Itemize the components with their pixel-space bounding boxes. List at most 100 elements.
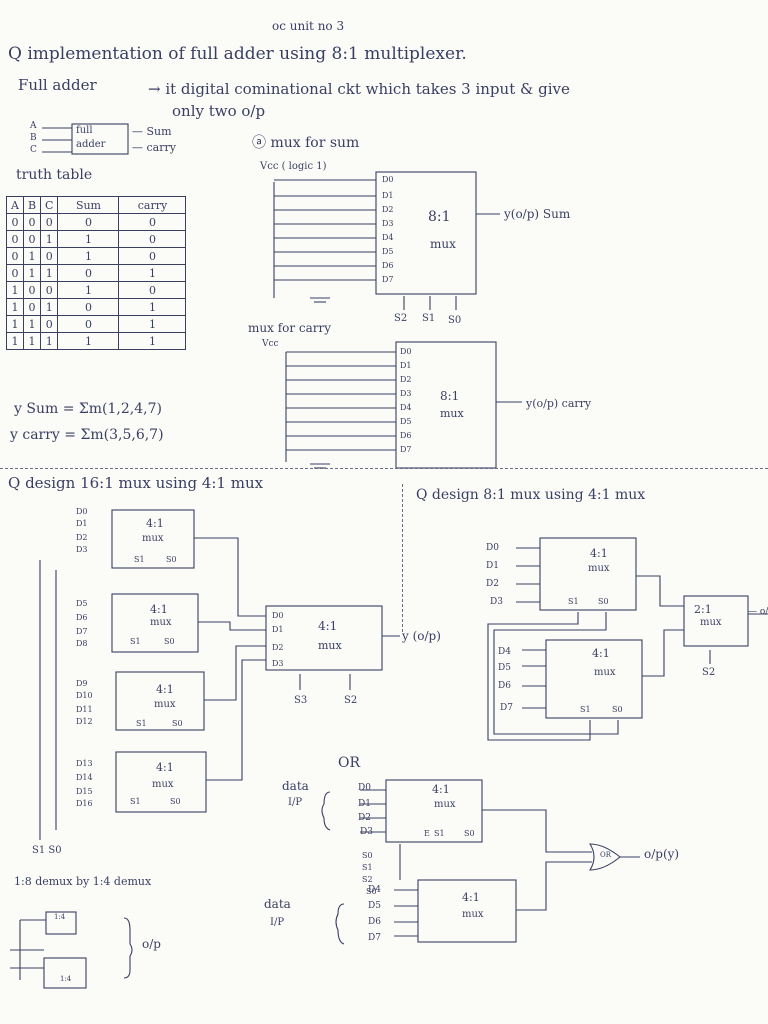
q2-input: D14 <box>76 774 93 782</box>
mux4-label-2: mux <box>154 700 176 710</box>
mux-carry-label-1: 8:1 <box>440 390 459 402</box>
data-ip-label-2: I/P <box>270 918 284 928</box>
enable-label: E <box>424 830 430 838</box>
or-input: D5 <box>368 902 381 911</box>
s0-label: S0 <box>464 830 475 838</box>
bottom-selects: S1 S0 <box>32 846 62 856</box>
data-ip-label-2: I/P <box>288 798 302 808</box>
mux4-label-1: 4:1 <box>156 762 174 773</box>
mux-carry-title: mux for carry <box>248 322 331 334</box>
mux-sum-input: D3 <box>382 220 394 228</box>
select-s2: S2 <box>344 696 357 706</box>
or-input: D6 <box>368 918 381 927</box>
section-divider <box>0 468 768 469</box>
s0-label: S0 <box>612 706 623 714</box>
mux4-label-2: mux <box>142 534 164 544</box>
q2-input: D3 <box>76 546 88 554</box>
demux-box-label: 1:4 <box>60 976 71 983</box>
mux4-label-2: mux <box>588 564 610 574</box>
q3-input: D0 <box>486 544 499 553</box>
demux-output: o/p <box>142 938 161 950</box>
mux-carry-input: D7 <box>400 446 412 454</box>
select-s2: S2 <box>702 668 715 678</box>
brace <box>336 904 344 944</box>
wire <box>482 810 592 852</box>
q4-question: 1:8 demux by 1:4 demux <box>14 876 151 887</box>
data-ip-label: data <box>282 780 309 792</box>
demux-box-2 <box>44 958 86 988</box>
q2-input: D0 <box>76 508 88 516</box>
or-input: D3 <box>360 828 373 837</box>
wire <box>488 612 590 740</box>
mux2-label-2: mux <box>700 618 722 628</box>
mux4-label-2: mux <box>150 618 172 628</box>
mux-carry-output: y(o/p) carry <box>526 398 591 409</box>
mux-sum-output: y(o/p) Sum <box>504 208 570 220</box>
or-label: OR <box>338 756 360 770</box>
mux4-label-1: 4:1 <box>150 604 168 615</box>
data-ip-label: data <box>264 898 291 910</box>
q3-input: D2 <box>486 580 499 589</box>
q2-input: D8 <box>76 640 88 648</box>
mux4-label-2: mux <box>594 668 616 678</box>
or-input: D4 <box>368 886 381 895</box>
q2-input: D12 <box>76 718 93 726</box>
wire <box>194 538 266 616</box>
mux-sum-input: D0 <box>382 176 394 184</box>
q2-input: D6 <box>76 614 88 622</box>
select-s3: S3 <box>294 696 307 706</box>
wire <box>204 646 266 700</box>
wire <box>636 576 684 606</box>
mux-sum-label-1: 8:1 <box>428 210 451 224</box>
s1-label: S1 <box>580 706 591 714</box>
q2-input: D2 <box>76 534 88 542</box>
mux-sum-input: D5 <box>382 248 394 256</box>
mux4-label-1: 4:1 <box>590 548 608 559</box>
mux-sum-input: D1 <box>382 192 394 200</box>
or-output: o/p(y) <box>644 848 679 860</box>
q2-input: D9 <box>76 680 88 688</box>
q2-input: D5 <box>76 600 88 608</box>
main-mux-label-2: mux <box>318 640 342 651</box>
q3-input: D4 <box>498 648 511 657</box>
wire <box>198 622 266 630</box>
select-label: S0 <box>362 852 373 860</box>
or-input: D1 <box>358 800 371 809</box>
mux-carry-input: D2 <box>400 376 412 384</box>
q2-input: D10 <box>76 692 93 700</box>
select-s2: S2 <box>394 314 407 324</box>
main-input: D1 <box>272 626 284 634</box>
mux4-label-2: mux <box>152 780 174 790</box>
s1-label: S1 <box>130 638 141 646</box>
s0-label: S0 <box>164 638 175 646</box>
mux-carry-input: D5 <box>400 418 412 426</box>
mux4-label-1: 4:1 <box>146 518 164 529</box>
mux-sum-input: D2 <box>382 206 394 214</box>
s0-label: S0 <box>166 556 177 564</box>
main-input: D2 <box>272 644 284 652</box>
mux4-label-1: 4:1 <box>592 648 610 659</box>
select-label: S2 <box>362 876 373 884</box>
s1-label: S1 <box>434 830 445 838</box>
section-divider-vertical <box>402 484 403 632</box>
mux4-label-2: mux <box>462 910 484 920</box>
q2-input: D16 <box>76 800 93 808</box>
mux-carry-input: D4 <box>400 404 412 412</box>
q2-input: D13 <box>76 760 93 768</box>
q2-question: Q design 16:1 mux using 4:1 mux <box>8 476 263 491</box>
s0-label: S0 <box>598 598 609 606</box>
s0-label: S0 <box>170 798 181 806</box>
wire <box>516 862 592 910</box>
s1-label: S1 <box>134 556 145 564</box>
mux2-label-1: 2:1 <box>694 604 712 615</box>
wire <box>642 630 684 676</box>
q3-input: D5 <box>498 664 511 673</box>
s0-label: S0 <box>172 720 183 728</box>
or-input: D7 <box>368 934 381 943</box>
mux4-label-1: 4:1 <box>156 684 174 695</box>
main-input: D3 <box>272 660 284 668</box>
mux4-label-1: 4:1 <box>462 892 480 903</box>
full-adder-box <box>72 124 128 154</box>
